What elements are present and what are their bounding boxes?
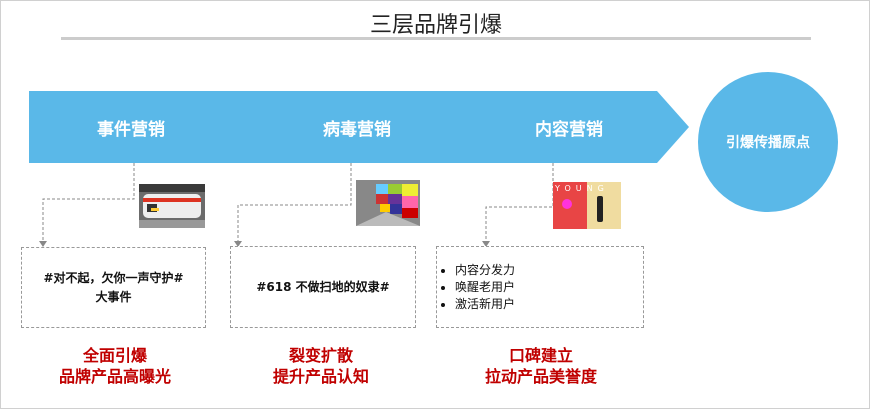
svg-text:YOUNG: YOUNG [554,184,609,193]
stage-event-marketing: 事件营销 [97,120,165,140]
result-subtitle: 品牌产品高曝光 [58,367,171,386]
result-title: 裂变扩散 [288,346,353,365]
stage-content-marketing: 内容营销 [535,120,603,140]
viral-box: #618 不做扫地的奴隶# [230,246,416,328]
colorful-station-photo [356,180,420,226]
title-divider [61,37,811,40]
bullet-item: 激活新用户 [455,296,515,313]
event-hashtag: #对不起，欠你一声守护# [43,270,184,285]
target-label: 引爆传播原点 [726,135,810,151]
subway-train-photo [139,184,205,228]
event-box: #对不起，欠你一声守护# 大事件 [21,247,206,328]
bullet-item: 内容分发力 [455,262,515,279]
result-content: 口碑建立拉动产品美誉度 [441,345,641,387]
result-event: 全面引爆品牌产品高曝光 [15,345,215,387]
result-subtitle: 拉动产品美誉度 [484,367,597,386]
event-subtitle: 大事件 [95,289,132,304]
result-title: 全面引爆 [82,346,147,365]
page-title: 三层品牌引爆 [369,13,502,38]
bullet-item: 唤醒老用户 [455,279,515,296]
content-bullets: 内容分发力 唤醒老用户 激活新用户 [437,262,515,313]
stage-viral-marketing: 病毒营销 [323,120,391,140]
process-arrow [29,91,689,163]
result-viral: 裂变扩散提升产品认知 [221,345,421,387]
result-subtitle: 提升产品认知 [272,367,369,386]
target-circle: 引爆传播原点 [698,72,838,212]
result-title: 口碑建立 [508,346,573,365]
content-box: 内容分发力 唤醒老用户 激活新用户 [436,246,644,328]
viral-hashtag: #618 不做扫地的奴隶# [256,279,390,294]
young-poster-photo: YOUNG [553,182,621,229]
